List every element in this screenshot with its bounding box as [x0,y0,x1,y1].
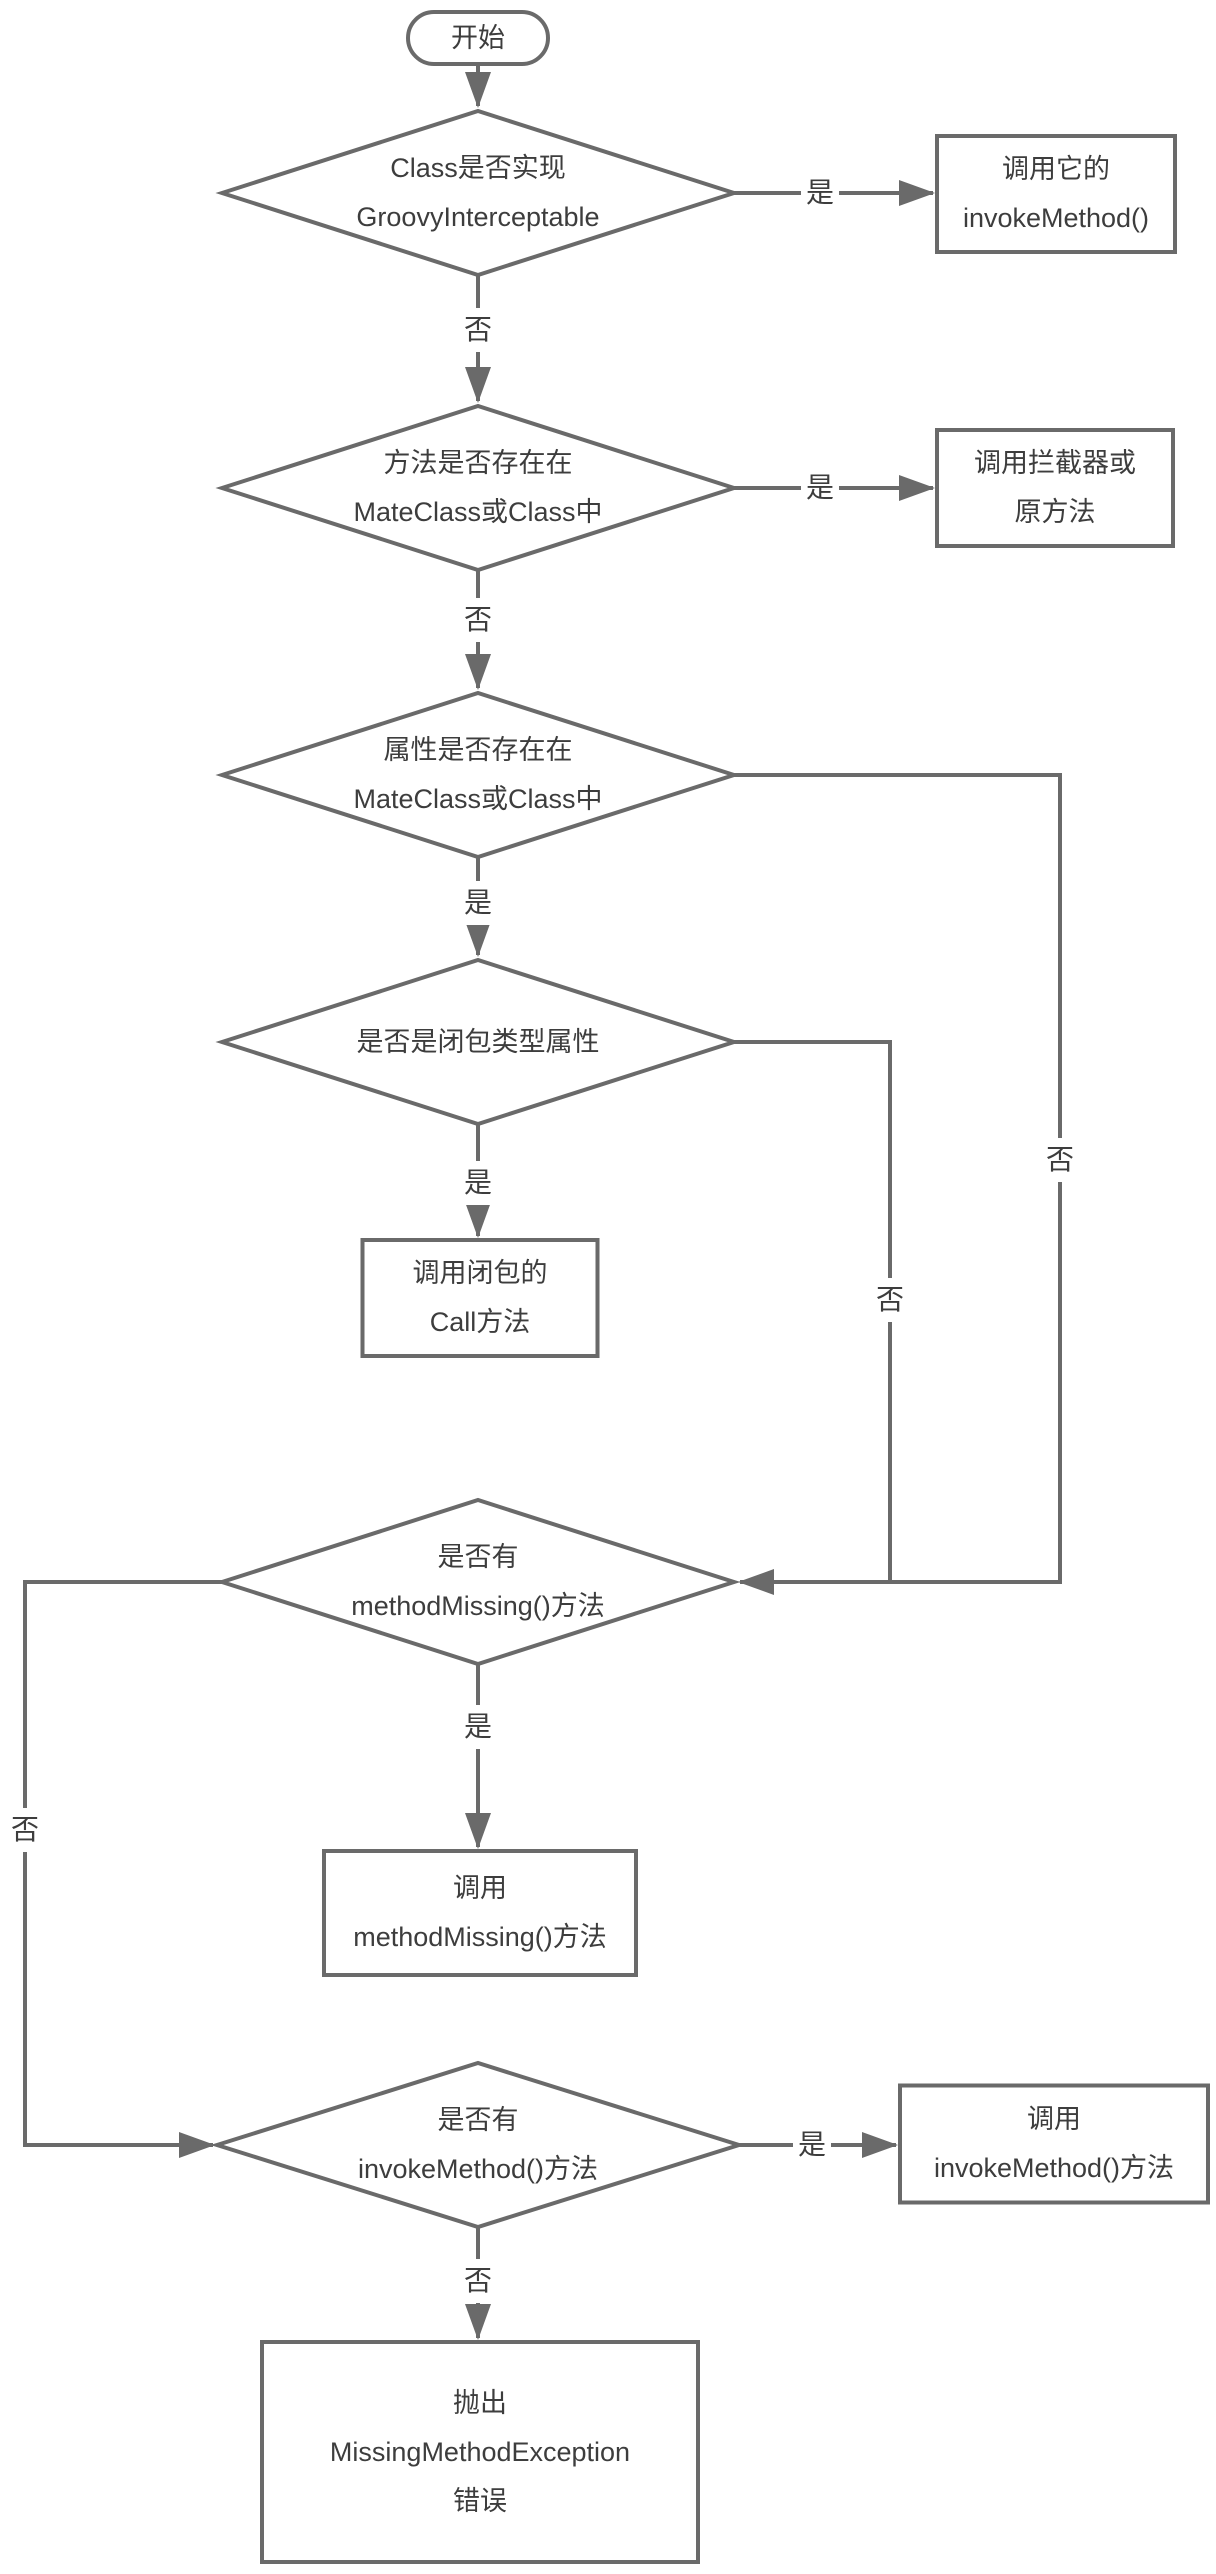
edge-label-d6-yes-b5: 是 [792,2123,832,2167]
node-shape-d2 [215,403,741,573]
edge-label-d4-no-join: 否 [870,1278,910,1322]
edge-label-d5-yes-b4: 是 [458,1705,498,1749]
node-shape-d4 [215,957,741,1127]
edge-label-d1-no-d2: 否 [458,308,498,352]
node-shape-b3 [360,1238,600,1358]
edge-d3-no-d5 [734,773,1062,1595]
node-shape-b4 [322,1849,638,1977]
edge-label-d3-no-d5: 否 [1040,1138,1080,1182]
node-shape-d5 [215,1497,741,1667]
node-shape-b5 [898,2083,1210,2205]
edge-label-d2-yes-b2: 是 [800,466,840,510]
edge-d5-no-d6 [23,1580,222,2158]
edge-label-d1-yes-b1: 是 [800,171,840,215]
edge-d4-no-join [734,1040,892,1582]
edge-label-d2-no-d3: 否 [458,598,498,642]
edge-label-d6-no-b6: 否 [458,2259,498,2303]
edge-label-d5-no-d6: 否 [5,1808,45,1852]
node-shape-b1 [935,134,1177,254]
node-shape-b2 [935,428,1175,548]
node-shape-d6 [210,2060,746,2230]
node-shape-b6 [260,2340,700,2564]
node-shape-d3 [215,690,741,860]
edge-label-d4-yes-b3: 是 [458,1161,498,1205]
node-shape-start [406,10,550,66]
edge-label-d3-yes-d4: 是 [458,881,498,925]
node-shape-d1 [215,108,741,278]
